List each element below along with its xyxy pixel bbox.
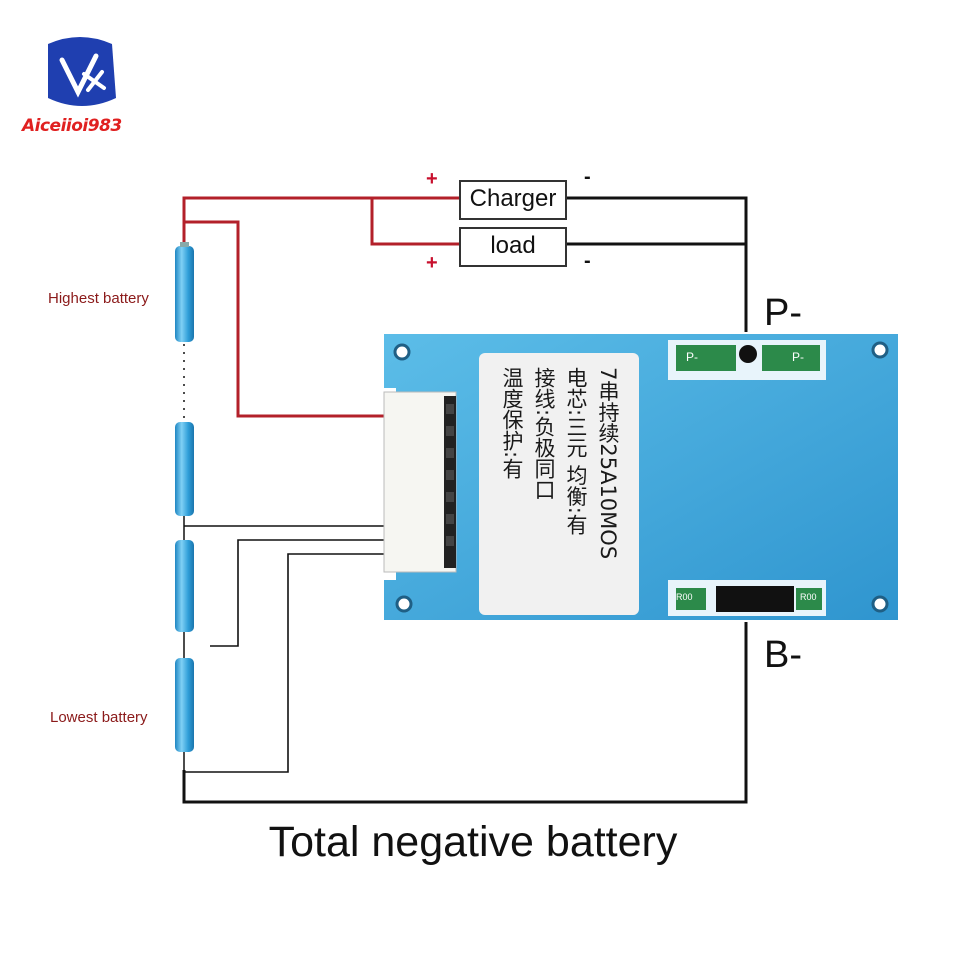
mount-hole-icon bbox=[393, 341, 889, 613]
charger-negative-wire bbox=[566, 196, 748, 332]
cell-highest bbox=[175, 246, 194, 342]
cell-3 bbox=[175, 540, 194, 632]
protection-board bbox=[383, 334, 898, 620]
pad-label-p2: P- bbox=[792, 350, 804, 364]
sticker-line-3: 接线:负极同口 bbox=[532, 367, 556, 501]
highest-balance-wire bbox=[184, 220, 384, 418]
negative-wires bbox=[182, 196, 748, 804]
brand-name: Aiceiioi983 bbox=[22, 116, 122, 136]
pad-label-r1: R00 bbox=[676, 592, 693, 602]
positive-wires bbox=[182, 196, 460, 418]
pad-label-p1: P- bbox=[686, 350, 698, 364]
lowest-battery-label: Lowest battery bbox=[50, 709, 148, 726]
total-negative-battery-caption: Total negative battery bbox=[268, 818, 678, 866]
highest-battery-label: Highest battery bbox=[48, 290, 149, 307]
charger-box: Charger bbox=[459, 180, 567, 220]
sticker-line-4: 温度保护:有 bbox=[500, 367, 524, 480]
balance-wires bbox=[184, 525, 384, 773]
cell-lowest bbox=[175, 658, 194, 752]
p-minus-terminal-label: P- bbox=[764, 292, 802, 334]
b-minus-terminal-label: B- bbox=[764, 634, 802, 676]
spec-sticker: 7串持续25A10MOS 电芯:三元 均衡:有 接线:负极同口 温度保护:有 bbox=[479, 353, 639, 615]
load-minus-sign: - bbox=[584, 250, 591, 272]
sticker-line-1: 7串持续25A10MOS bbox=[596, 367, 620, 560]
load-positive-wire bbox=[370, 198, 460, 246]
brand-logo-icon bbox=[48, 37, 116, 106]
load-box: load bbox=[459, 227, 567, 267]
battery-string bbox=[175, 242, 194, 772]
pad-label-r2: R00 bbox=[800, 592, 817, 602]
charger-plus-sign: + bbox=[426, 168, 438, 190]
cell-2 bbox=[175, 422, 194, 516]
sticker-line-2: 电芯:三元 均衡:有 bbox=[564, 367, 588, 535]
charger-minus-sign: - bbox=[584, 166, 591, 188]
total-negative-wire bbox=[182, 622, 748, 804]
load-plus-sign: + bbox=[426, 252, 438, 274]
top-positive-wire bbox=[182, 196, 460, 248]
